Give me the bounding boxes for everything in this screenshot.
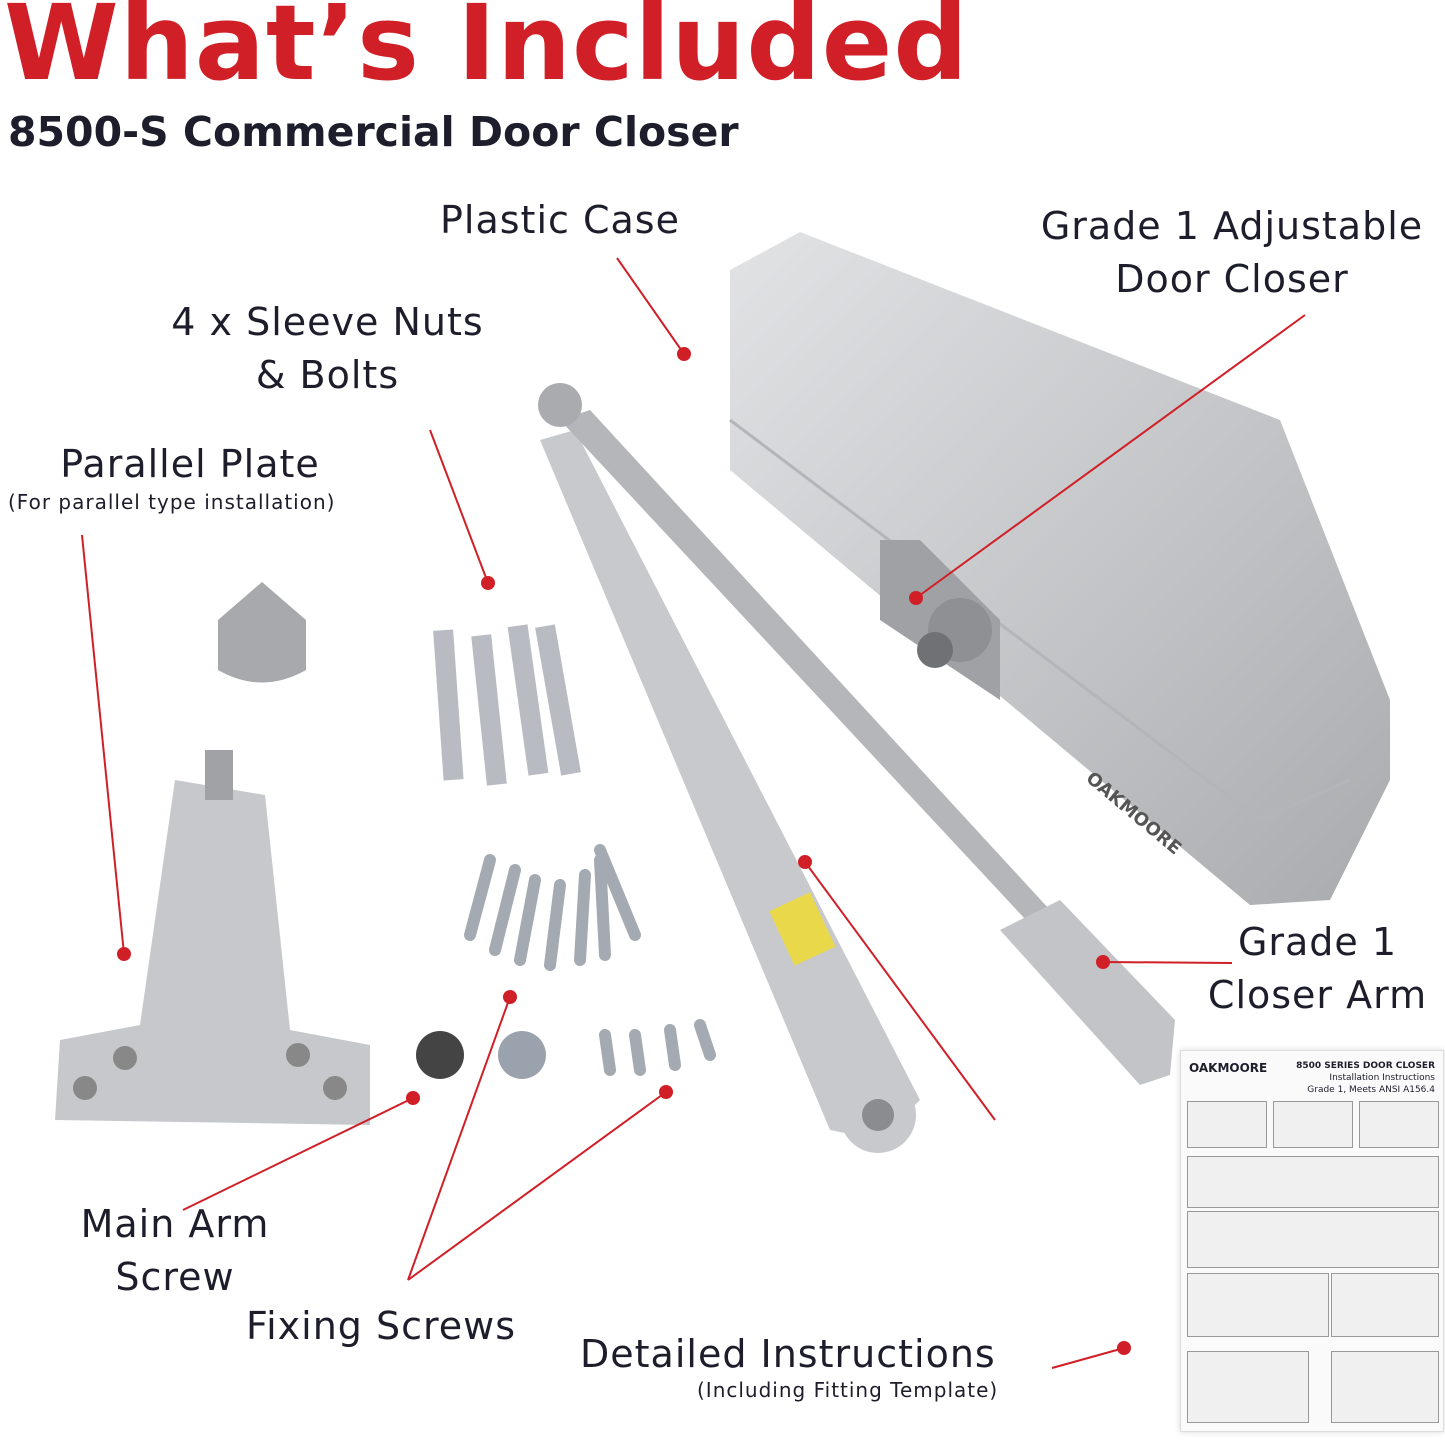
label-line: Door Closer	[1115, 257, 1349, 301]
callout-dots	[117, 347, 1131, 1355]
product-subtitle: 8500-S Commercial Door Closer	[8, 108, 739, 156]
label-line: & Bolts	[255, 353, 400, 397]
fixing-screws	[464, 844, 716, 1076]
instruction-sheet: OAKMOORE 8500 SERIES DOOR CLOSER Install…	[1180, 1050, 1444, 1432]
label-sleeve-nuts: 4 x Sleeve Nuts & Bolts	[150, 296, 505, 402]
closer-arm	[538, 383, 1175, 1153]
sheet-diagram	[1187, 1273, 1329, 1337]
sheet-diagram	[1331, 1351, 1439, 1423]
label-plastic-case: Plastic Case	[440, 198, 680, 242]
label-fixing-screws: Fixing Screws	[246, 1304, 517, 1348]
label-line: Grade 1 Adjustable	[1040, 204, 1424, 248]
label-instructions-note: (Including Fitting Template)	[697, 1378, 999, 1402]
sheet-grade: Grade 1, Meets ANSI A156.4	[1307, 1085, 1435, 1095]
leader-lines	[81, 257, 1306, 1369]
sheet-subtitle: Installation Instructions	[1329, 1073, 1435, 1083]
label-line: Screw	[115, 1255, 235, 1299]
label-door-closer: Grade 1 Adjustable Door Closer	[1022, 200, 1442, 306]
fixing-screw-washer	[498, 1031, 546, 1079]
label-instructions: Detailed Instructions	[580, 1332, 996, 1376]
sheet-brand: OAKMOORE	[1189, 1061, 1268, 1075]
parallel-plate	[55, 750, 370, 1125]
sheet-diagram	[1187, 1101, 1267, 1148]
label-main-arm-screw: Main Arm Screw	[60, 1198, 290, 1304]
page-title: What’s Included	[4, 0, 969, 104]
sleeve-nuts-bolts	[433, 624, 581, 786]
door-closer-body: OAKMOORE	[729, 232, 1390, 905]
sheet-diagram	[1187, 1156, 1439, 1208]
label-line: 4 x Sleeve Nuts	[171, 300, 484, 344]
sheet-diagram	[1273, 1101, 1353, 1148]
pivot-cone	[218, 582, 306, 683]
label-line: Grade 1	[1237, 920, 1398, 964]
sheet-diagram	[1359, 1101, 1439, 1148]
label-parallel-plate: Parallel Plate	[60, 442, 320, 486]
sheet-diagram	[1187, 1351, 1309, 1423]
sheet-title: 8500 SERIES DOOR CLOSER	[1296, 1061, 1435, 1071]
sheet-table	[1331, 1273, 1439, 1337]
label-closer-arm: Grade 1 Closer Arm	[1190, 916, 1445, 1022]
label-line: Main Arm	[80, 1202, 270, 1246]
label-parallel-plate-note: (For parallel type installation)	[8, 490, 336, 514]
label-line: Closer Arm	[1207, 973, 1428, 1017]
sheet-diagram	[1187, 1211, 1439, 1268]
main-arm-screw	[416, 1031, 464, 1079]
